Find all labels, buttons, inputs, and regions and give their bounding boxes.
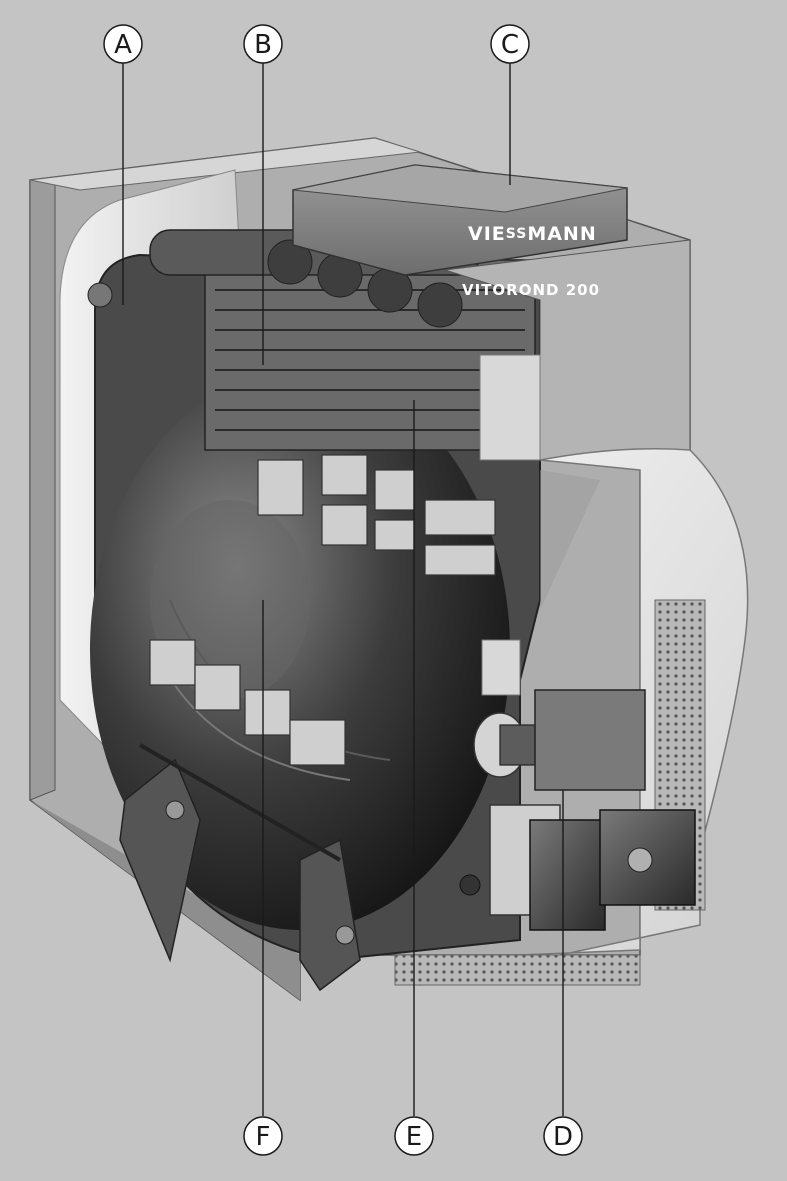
callout-c: C — [490, 24, 530, 64]
svg-text:B: B — [254, 30, 272, 60]
front-insulation — [479, 354, 541, 696]
burner-assembly — [459, 689, 696, 931]
svg-text:F: F — [256, 1122, 271, 1152]
control-unit-cover: VIESSMANN — [292, 164, 628, 276]
svg-text:E: E — [406, 1122, 422, 1152]
leader-lines — [122, 63, 564, 1116]
svg-text:C: C — [501, 30, 519, 60]
model-name: VITOROND 200 — [462, 281, 600, 299]
svg-text:D: D — [553, 1122, 573, 1152]
boiler-feet — [119, 743, 361, 992]
callout-e: E — [394, 1116, 434, 1156]
callout-f: F — [243, 1116, 283, 1156]
callout-a: A — [103, 24, 143, 64]
svg-text:A: A — [114, 30, 132, 60]
callout-d: D — [543, 1116, 583, 1156]
brand-logo: VIESSMANN — [468, 223, 597, 245]
callout-b: B — [243, 24, 283, 64]
